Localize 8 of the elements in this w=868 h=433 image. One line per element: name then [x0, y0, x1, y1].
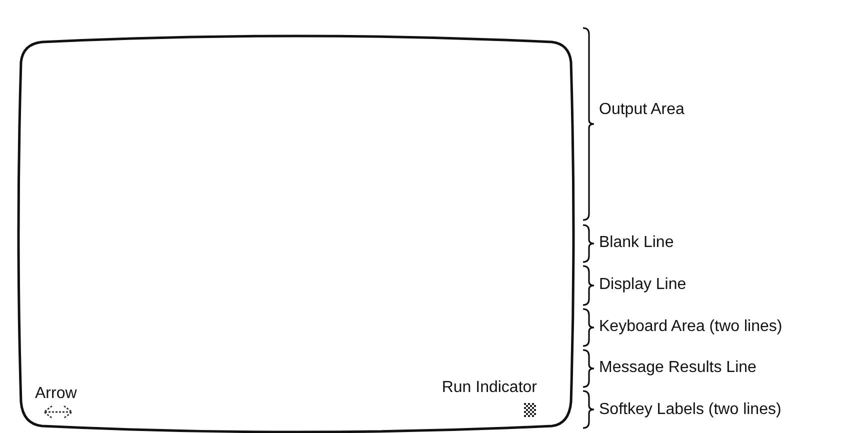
region-label: Softkey Labels (two lines) [599, 400, 782, 420]
screen-label: Run Indicator [442, 378, 537, 398]
region-label: Display Line [599, 275, 686, 295]
screen-label: Arrow [35, 384, 77, 404]
region-label: Blank Line [599, 233, 674, 253]
region-label: Message Results Line [599, 358, 756, 378]
region-label: Output Area [599, 100, 684, 120]
region-label: Keyboard Area (two lines) [599, 317, 782, 337]
